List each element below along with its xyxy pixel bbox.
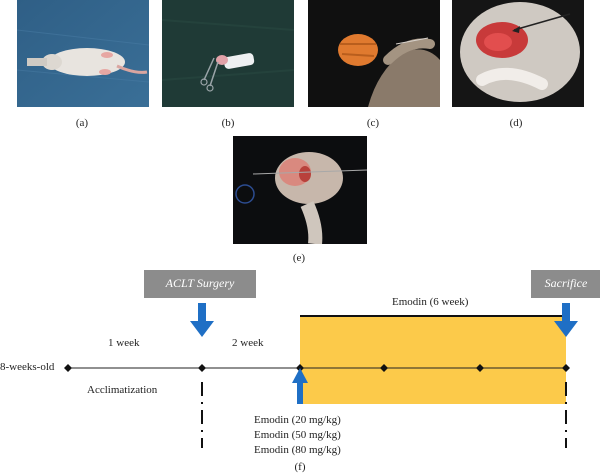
photo-e-knee-closure xyxy=(233,136,367,244)
surgery-arrow-icon xyxy=(190,303,214,337)
timeline-marker-3 xyxy=(476,364,484,372)
timeline-marker-treatment-start xyxy=(296,364,304,372)
dose-label-20: Emodin (20 mg/kg) xyxy=(254,414,341,426)
photo-d-knee-joint xyxy=(452,0,584,107)
sacrifice-box xyxy=(531,270,600,298)
panel-caption-a: (a) xyxy=(75,117,89,129)
panel-caption-c: (c) xyxy=(366,117,380,129)
aclt-surgery-box xyxy=(144,270,256,298)
emodin-period-label: Emodin (6 week) xyxy=(392,296,469,308)
aclt-surgery-label: ACLT Surgery xyxy=(165,276,235,290)
period-1week-label: 1 week xyxy=(108,337,140,349)
panel-caption-b: (b) xyxy=(221,117,235,129)
panel-caption-f: (f) xyxy=(294,461,306,473)
acclimatization-label: Acclimatization xyxy=(87,384,158,396)
sacrifice-arrow-icon xyxy=(554,303,578,337)
period-2week-label: 2 week xyxy=(232,337,264,349)
photo-a-rat-prep xyxy=(17,0,149,107)
photo-c-gloved-hand xyxy=(308,0,440,107)
start-age-label: 8-weeks-old xyxy=(0,361,55,373)
timeline-marker-2 xyxy=(380,364,388,372)
timeline-marker-end xyxy=(562,364,570,372)
timeline-marker-surgery xyxy=(198,364,206,372)
panel-caption-d: (d) xyxy=(509,117,523,129)
sacrifice-label: Sacrifice xyxy=(544,276,588,290)
treatment-start-arrow-icon xyxy=(292,368,308,404)
dose-label-80: Emodin (80 mg/kg) xyxy=(254,444,341,456)
panel-caption-e: (e) xyxy=(292,252,306,264)
photo-b-surgical-drape xyxy=(162,0,294,107)
emodin-treatment-period xyxy=(300,316,566,404)
timeline-marker-start xyxy=(64,364,72,372)
dose-label-50: Emodin (50 mg/kg) xyxy=(254,429,341,441)
